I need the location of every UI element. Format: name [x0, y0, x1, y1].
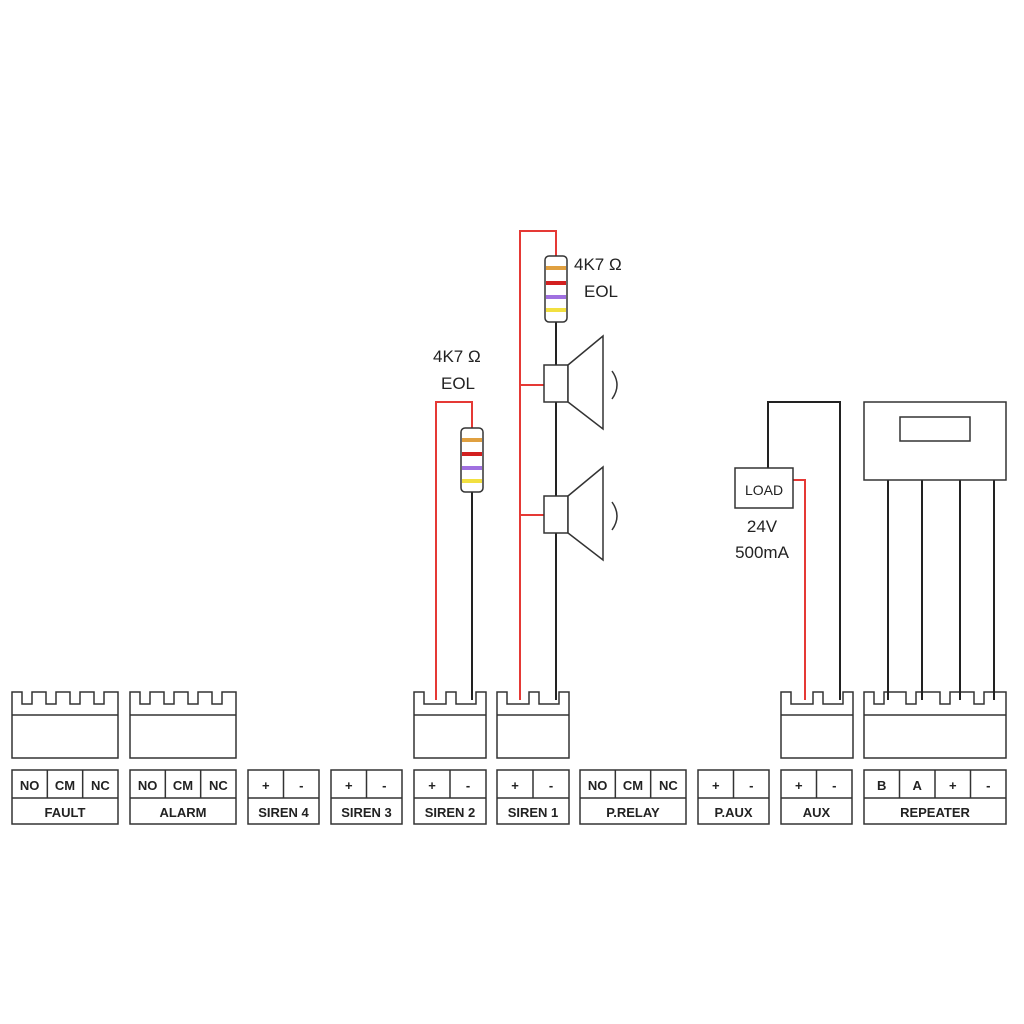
terminal-pin-label: +	[795, 778, 803, 793]
resistor-siren2-type: EOL	[441, 374, 475, 393]
terminal-name-label: SIREN 1	[508, 805, 559, 820]
terminal-fault: NO CM NC FAULT	[11, 769, 119, 825]
connector-block-siren1-icon	[496, 691, 570, 759]
terminal-pin-label: -	[299, 778, 303, 793]
terminal-pin-label: -	[549, 778, 553, 793]
connector-block-alarm-icon	[129, 691, 237, 759]
resistor-siren2-value: 4K7 Ω	[433, 347, 481, 366]
terminal-pin-label: NC	[91, 778, 110, 793]
connector-block-siren2-icon	[413, 691, 487, 759]
terminal-siren-1: + - SIREN 1	[496, 769, 570, 825]
terminal-pin-label: +	[262, 778, 270, 793]
terminal-pin-label: B	[877, 778, 886, 793]
load-current: 500mA	[735, 543, 790, 562]
terminal-pin-label: -	[832, 778, 836, 793]
terminal-pin-label: NC	[659, 778, 678, 793]
terminal-pin-label: NO	[138, 778, 158, 793]
terminal-pin-label: NO	[20, 778, 40, 793]
terminal-p-aux: + - P.AUX	[697, 769, 770, 825]
aux-negative-wire	[767, 401, 841, 700]
terminal-pin-label: -	[466, 778, 470, 793]
terminal-p-relay: NO CM NC P.RELAY	[579, 769, 687, 825]
terminal-name-label: P.AUX	[714, 805, 752, 820]
terminal-siren-4: + - SIREN 4	[247, 769, 320, 825]
terminal-pin-label: NC	[209, 778, 228, 793]
terminal-pin-label: +	[949, 778, 957, 793]
terminal-pin-label: +	[712, 778, 720, 793]
siren1-positive-wire	[519, 230, 557, 700]
connector-block-aux-icon	[780, 691, 854, 759]
terminal-name-label: P.RELAY	[606, 805, 660, 820]
terminal-name-label: ALARM	[160, 805, 207, 820]
terminal-pin-label: A	[913, 778, 923, 793]
load-label: LOAD	[745, 482, 783, 498]
connector-blocks	[11, 691, 1007, 759]
repeater-unit-icon	[863, 401, 1007, 481]
terminal-strip-box	[579, 769, 687, 825]
speaker-icon	[543, 465, 618, 562]
terminal-pin-label: +	[511, 778, 519, 793]
terminal-pin-label: +	[428, 778, 436, 793]
aux-positive-wire	[793, 479, 806, 700]
terminal-pin-label: -	[986, 778, 990, 793]
resistor-siren1-icon	[544, 255, 568, 323]
terminal-strip-box	[11, 769, 119, 825]
speaker-icon	[543, 334, 618, 431]
terminal-pin-label: NO	[588, 778, 608, 793]
terminal-pin-label: CM	[623, 778, 643, 793]
terminal-name-label: SIREN 4	[258, 805, 309, 820]
terminal-siren-3: + - SIREN 3	[330, 769, 403, 825]
load-box-icon	[734, 467, 794, 509]
terminal-name-label: REPEATER	[900, 805, 970, 820]
terminal-pin-label: -	[749, 778, 753, 793]
resistor-siren1-value: 4K7 Ω	[574, 255, 622, 274]
connector-block-repeater-icon	[863, 691, 1007, 759]
resistor-siren1-type: EOL	[584, 282, 618, 301]
terminal-siren-2: + - SIREN 2	[413, 769, 487, 825]
siren2-positive-wire	[435, 401, 473, 700]
terminal-repeater: B A + - REPEATER	[863, 769, 1007, 825]
terminal-name-label: SIREN 3	[341, 805, 392, 820]
terminal-pin-label: CM	[173, 778, 193, 793]
terminal-pin-label: -	[382, 778, 386, 793]
terminal-pin-label: CM	[55, 778, 75, 793]
terminal-pin-label: +	[345, 778, 353, 793]
resistor-siren2-icon	[460, 427, 484, 493]
connector-block-fault-icon	[11, 691, 119, 759]
terminal-aux: + -AUX	[780, 769, 853, 825]
load-voltage: 24V	[747, 517, 778, 536]
terminal-strip-box	[129, 769, 237, 825]
terminal-name-label: SIREN 2	[425, 805, 476, 820]
terminal-name-label: AUX	[803, 805, 831, 820]
terminal-name-label: FAULT	[45, 805, 86, 820]
